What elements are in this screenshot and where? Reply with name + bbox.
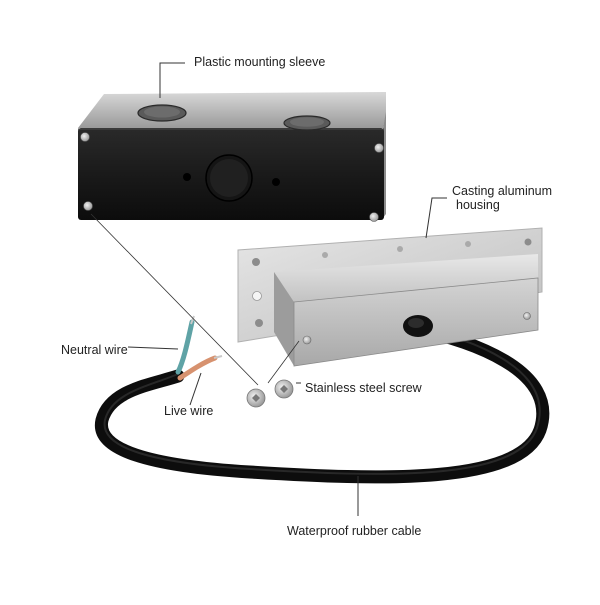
leader-housing: [425, 197, 447, 239]
leader-lines: [90, 62, 447, 516]
leader-screw-to-housing: [267, 340, 300, 384]
leader-live: [189, 372, 202, 406]
front-hole-right: [272, 178, 280, 186]
housing-label-line1: Casting aluminum: [452, 184, 553, 198]
housing-box-side: [274, 272, 294, 366]
neutral-wire: [175, 319, 195, 375]
sleeve-top-face: [78, 92, 386, 128]
housing-box-top: [274, 254, 538, 302]
housing-label: Casting aluminum housing: [452, 184, 572, 212]
leader-neutral: [127, 346, 179, 350]
wire-ends: [175, 315, 223, 381]
housing-label-line2: housing: [456, 198, 500, 212]
leader-sleeve: [159, 62, 185, 98]
neutral-wire-label: Neutral wire: [61, 343, 128, 357]
live-wire: [177, 355, 218, 381]
mounting-sleeve: [78, 92, 386, 222]
screw-label: Stainless steel screw: [305, 381, 422, 395]
front-hole-left: [183, 173, 191, 181]
leader-screw-to-sleeve: [90, 213, 259, 386]
aluminum-housing: [237, 227, 543, 367]
live-wire-label: Live wire: [164, 404, 214, 418]
sleeve-screws: [80, 132, 384, 222]
sleeve-label: Plastic mounting sleeve: [194, 55, 326, 69]
cable-label: Waterproof rubber cable: [287, 524, 422, 538]
rubber-cable: [94, 321, 550, 484]
stainless-screws: [246, 379, 294, 408]
